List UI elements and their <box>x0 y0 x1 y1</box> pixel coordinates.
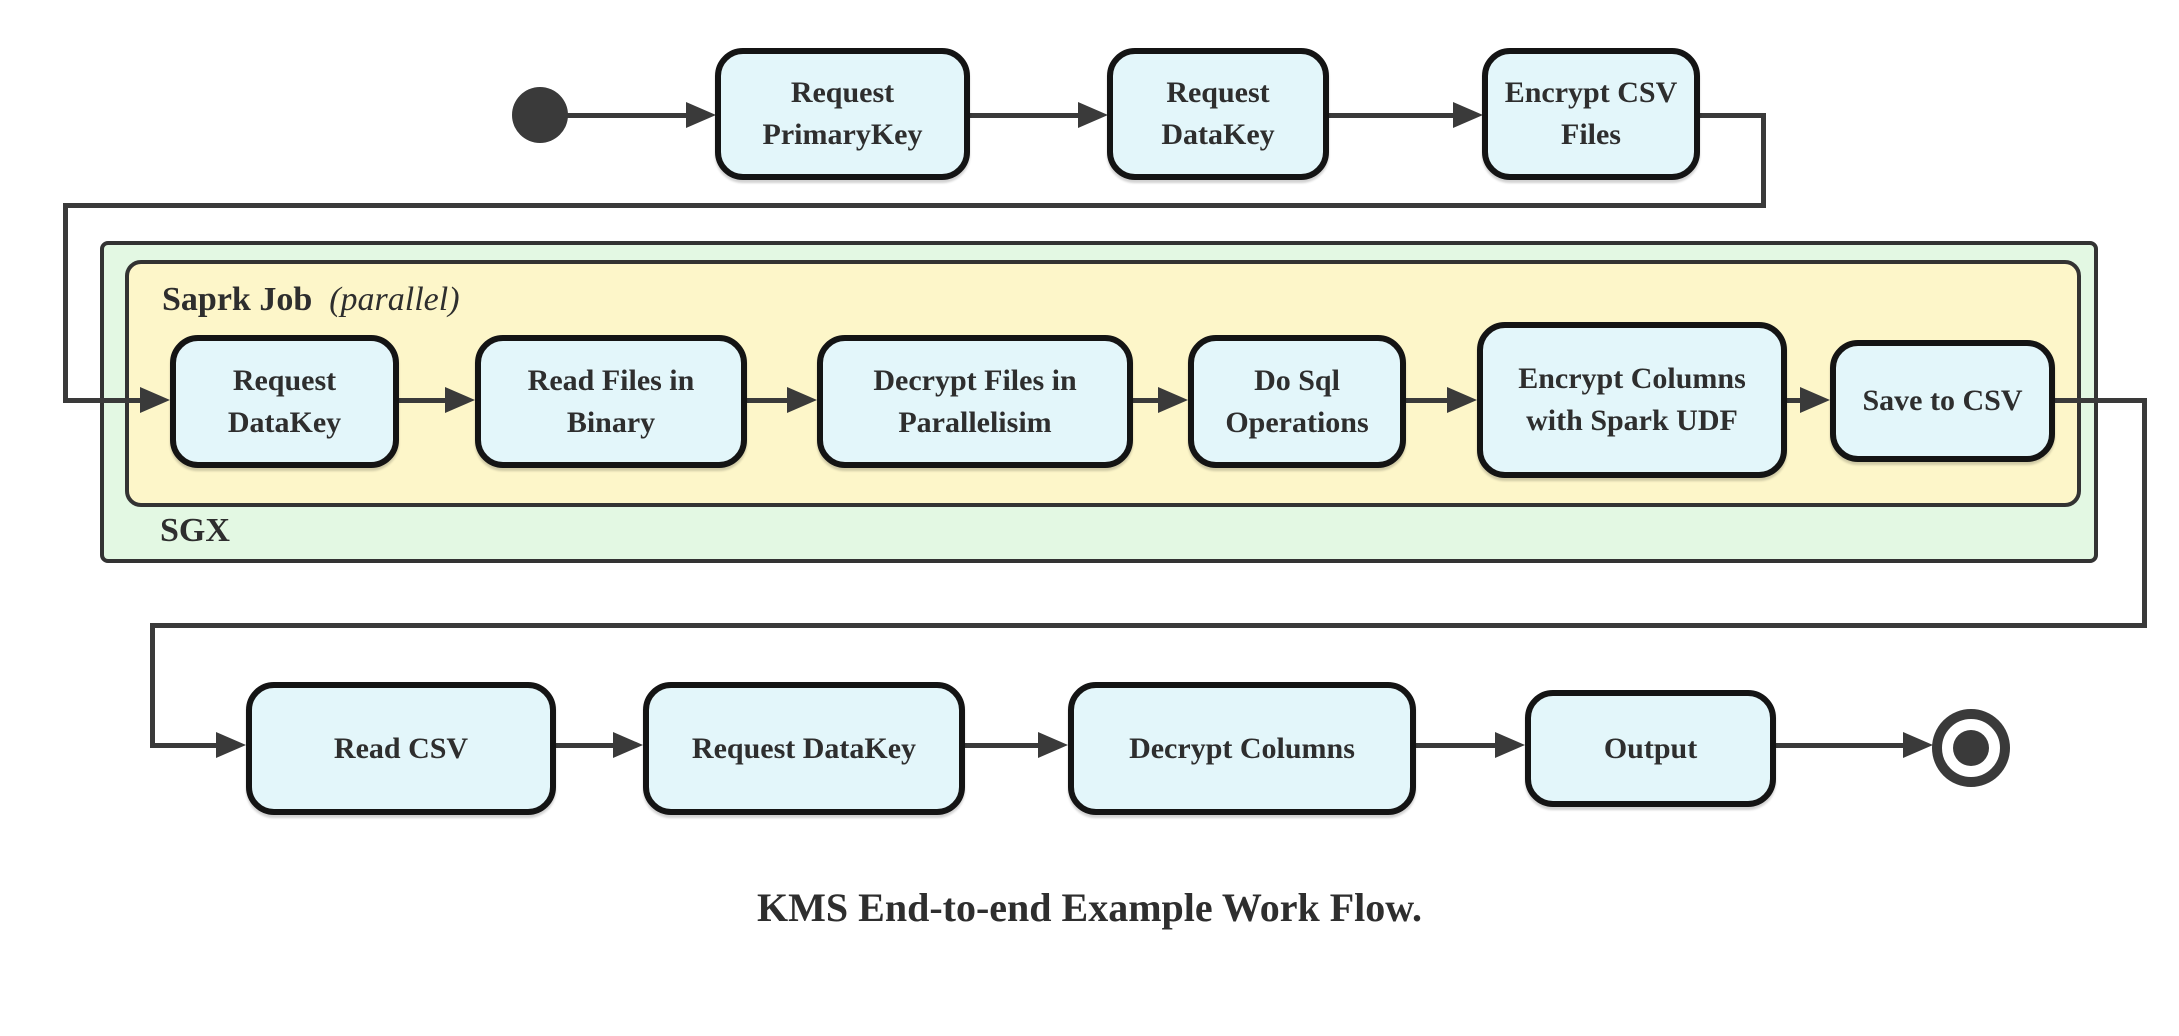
arrowhead <box>613 732 643 758</box>
connector-left-down-to-bottom-row <box>150 623 155 748</box>
arrowhead <box>1078 102 1108 128</box>
connector-into-read-csv <box>150 743 220 748</box>
connector-bottom-3-4 <box>1416 743 1500 748</box>
node-encrypt-columns-with-spark-udf: Encrypt Columns with Spark UDF <box>1477 322 1787 478</box>
end-node-dot <box>1953 730 1989 766</box>
connector-start-to-request-primarykey <box>566 113 688 118</box>
arrowhead <box>1903 732 1933 758</box>
connector-bottom-2-3 <box>965 743 1043 748</box>
connector-request-datakey-to-encrypt-csv <box>1329 113 1455 118</box>
connector-right-down <box>2142 398 2147 628</box>
connector-into-sgx-row <box>63 398 145 403</box>
spark-job-label: Saprk Job (parallel) <box>162 281 460 319</box>
connector-save-csv-exit-right <box>2055 398 2147 403</box>
arrowhead <box>1453 102 1483 128</box>
node-decrypt-files-in-parallelism: Decrypt Files in Parallelisim <box>817 335 1133 468</box>
connector-encrypt-csv-elbow-down <box>1761 113 1766 208</box>
node-request-datakey-spark: Request DataKey <box>170 335 399 468</box>
node-read-files-in-binary: Read Files in Binary <box>475 335 747 468</box>
spark-job-parallel-annotation: (parallel) <box>329 281 460 318</box>
arrowhead <box>787 387 817 413</box>
diagram-caption: KMS End-to-end Example Work Flow. <box>757 885 1422 930</box>
arrowhead <box>686 102 716 128</box>
connector-return-long-left <box>63 203 1766 208</box>
arrowhead <box>445 387 475 413</box>
node-save-to-csv: Save to CSV <box>1830 340 2055 462</box>
node-request-datakey-top: Request DataKey <box>1107 48 1329 180</box>
node-do-sql-operations: Do Sql Operations <box>1188 335 1406 468</box>
arrowhead <box>1800 387 1830 413</box>
node-encrypt-csv-files: Encrypt CSV Files <box>1482 48 1700 180</box>
node-output: Output <box>1525 690 1776 807</box>
spark-job-label-annotation <box>321 281 330 318</box>
arrowhead <box>1495 732 1525 758</box>
arrowhead <box>216 732 246 758</box>
arrowhead <box>1158 387 1188 413</box>
arrowhead <box>140 387 170 413</box>
sgx-label: SGX <box>160 512 230 549</box>
connector-spark-5-6 <box>1787 398 1805 403</box>
connector-left-down-to-sgx <box>63 203 68 403</box>
connector-spark-3-4 <box>1133 398 1163 403</box>
connector-request-primarykey-to-request-datakey <box>970 113 1080 118</box>
arrowhead <box>1038 732 1068 758</box>
node-decrypt-columns: Decrypt Columns <box>1068 682 1416 815</box>
connector-output-to-end <box>1776 743 1908 748</box>
node-request-primarykey: Request PrimaryKey <box>715 48 970 180</box>
connector-return-long-left-2 <box>150 623 2147 628</box>
node-request-datakey-bottom: Request DataKey <box>643 682 965 815</box>
spark-job-label-title: Saprk Job <box>162 281 313 318</box>
arrowhead <box>1447 387 1477 413</box>
end-node-ring <box>1932 709 2010 787</box>
connector-spark-2-3 <box>747 398 791 403</box>
node-read-csv: Read CSV <box>246 682 556 815</box>
connector-spark-4-5 <box>1406 398 1451 403</box>
connector-spark-1-2 <box>399 398 449 403</box>
connector-encrypt-csv-elbow-right <box>1700 113 1766 118</box>
start-node <box>512 87 568 143</box>
connector-bottom-1-2 <box>556 743 618 748</box>
